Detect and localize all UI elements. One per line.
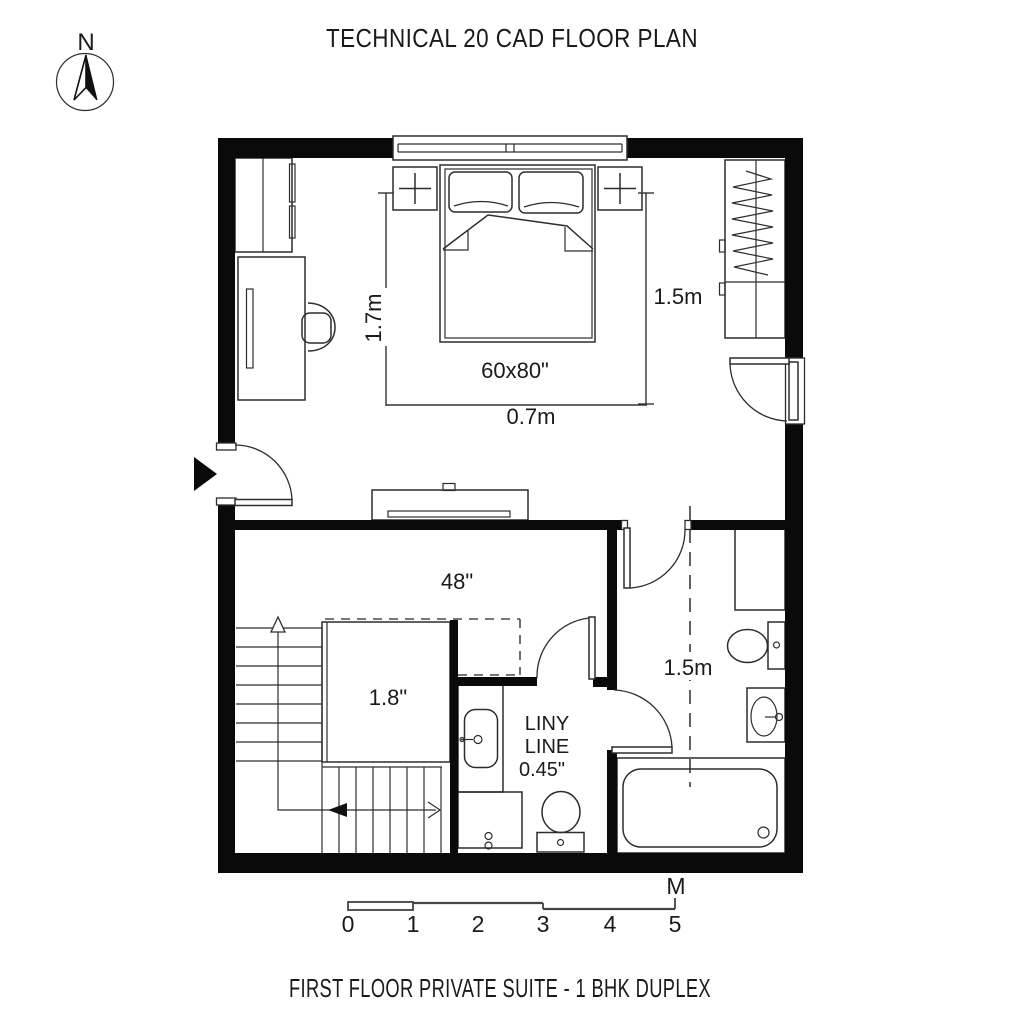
north-label: N <box>77 29 94 56</box>
sink-main <box>746 687 786 743</box>
dim-bed-clearance: 0.7m <box>507 404 556 429</box>
wall-hinge-post <box>593 677 609 687</box>
compass-circle <box>55 52 115 112</box>
bedroom-bathroom-door <box>620 519 692 589</box>
nightstand-left <box>392 166 438 211</box>
entry-arrow <box>194 457 217 491</box>
page-title: TECHNICAL 20 CAD FLOOR PLAN <box>326 23 698 53</box>
shelf-cabinet <box>234 157 296 253</box>
bedroom-balcony-door <box>729 357 806 425</box>
shower-stall <box>734 527 786 611</box>
blanket-fold <box>442 214 594 250</box>
wall-bottom <box>218 853 803 873</box>
wall-smallbath-stub <box>452 677 537 686</box>
bedroom-furniture <box>234 157 786 521</box>
pillow-right <box>518 171 584 214</box>
walls <box>218 138 803 873</box>
footer-title: FIRST FLOOR PRIVATE SUITE - 1 BHK DUPLEX <box>289 973 711 1003</box>
compass-needle-dark <box>85 54 98 101</box>
wall-top-right <box>627 138 803 158</box>
stair-direction-arrow <box>269 615 442 819</box>
scale-bar: M 0 1 2 3 4 5 <box>342 873 686 937</box>
dim-hall-width: 48" <box>441 569 473 594</box>
dim-landing: 1.8" <box>369 685 407 710</box>
scale-tick-5: 5 <box>669 911 682 937</box>
double-bed <box>439 164 596 343</box>
washer-cabinet <box>457 791 523 850</box>
scale-tick-labels: 0 1 2 3 4 5 <box>342 911 682 937</box>
desk <box>237 256 306 401</box>
dim-bed-size: 60x80" <box>481 358 549 383</box>
desk-chair <box>301 302 336 352</box>
scale-tick-2: 2 <box>472 911 485 937</box>
dresser <box>371 482 529 521</box>
main-bath-door <box>611 689 673 754</box>
note-line2: LINE <box>525 736 569 758</box>
wall-top-left <box>218 138 393 158</box>
dimension-labels: 1.7m 60x80" 0.7m 1.5m 48" 1.8" 1.5m LINY… <box>358 284 717 781</box>
wall-left-lower <box>218 505 235 873</box>
tub-drain <box>757 826 770 839</box>
nightstand-right <box>597 166 643 211</box>
wall-interior-left <box>235 520 627 530</box>
main-bathroom-fixtures <box>616 527 786 854</box>
north-compass: N <box>55 29 115 112</box>
wall-bath-upper <box>607 528 617 690</box>
wardrobe <box>718 159 786 339</box>
wall-right-lower <box>785 424 803 873</box>
dim-bath-centerline: 1.5m <box>664 655 713 680</box>
small-bath-door <box>536 616 596 680</box>
scale-tick-0: 0 <box>342 911 355 937</box>
wall-left-upper <box>218 138 235 443</box>
wall-interior-right <box>685 520 785 530</box>
overhead-closet-dashed <box>325 618 521 676</box>
scale-tick-4: 4 <box>604 911 617 937</box>
toilet-main <box>726 621 786 670</box>
note-line1: LINY <box>525 713 569 735</box>
scale-tick-1: 1 <box>407 911 420 937</box>
dim-bed-length: 1.7m <box>361 294 386 343</box>
dim-wardrobe-side: 1.5m <box>654 284 703 309</box>
toilet-small <box>536 790 585 853</box>
hanger-zigzag <box>731 170 774 276</box>
compass-needle-light <box>73 54 87 101</box>
wall-right-upper <box>785 138 803 358</box>
note-line3: 0.45" <box>519 759 565 781</box>
wall-stair <box>450 620 458 853</box>
window <box>392 135 628 161</box>
wall-bath-lower <box>607 750 617 853</box>
pillow-left <box>448 171 513 213</box>
bathtub <box>616 757 786 854</box>
vanity-sink <box>457 681 504 793</box>
stair-treads-upper <box>236 627 323 767</box>
scale-unit: M <box>666 873 685 899</box>
scale-tick-3: 3 <box>537 911 550 937</box>
entrance-door <box>194 442 293 507</box>
